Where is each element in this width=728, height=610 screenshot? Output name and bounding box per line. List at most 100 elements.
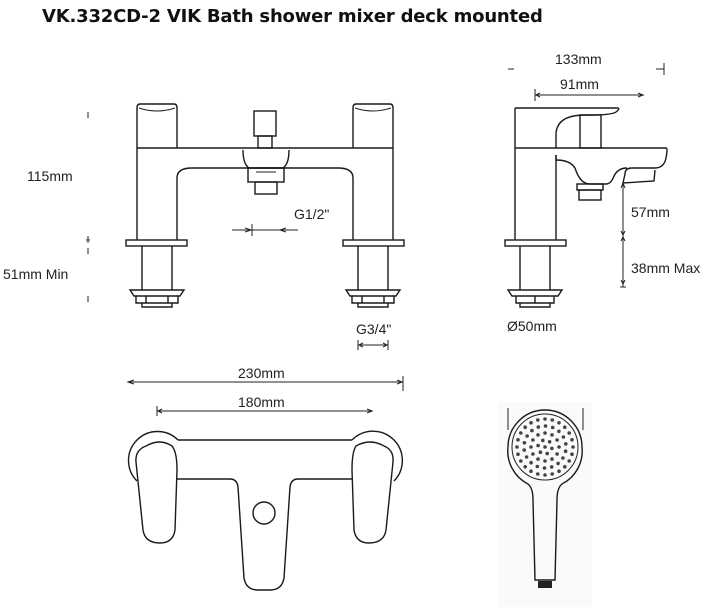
nozzle-dot — [535, 464, 540, 469]
nozzle-dot — [536, 425, 541, 429]
spout-reach-dimension — [534, 89, 645, 101]
side-backnut — [506, 289, 564, 308]
nozzle-dot — [543, 445, 547, 449]
right-rosette — [351, 430, 404, 482]
nozzle-dot — [561, 456, 565, 460]
nozzle-dot — [522, 441, 527, 445]
nozzle-dot — [529, 445, 533, 449]
nozzle-dot — [525, 434, 529, 438]
side-body — [514, 107, 620, 240]
nozzle-dot — [522, 448, 526, 452]
overall-depth-dimension — [508, 63, 665, 75]
min-depth-label: 51mm Min — [3, 266, 68, 282]
top-body — [177, 478, 352, 591]
overall-depth-label: 133mm — [555, 51, 602, 67]
spout-reach-label: 91mm — [560, 76, 599, 92]
mixer-body — [136, 147, 394, 240]
side-deck-plate — [504, 239, 567, 247]
nozzle-dot — [570, 438, 574, 442]
left-handle — [136, 103, 178, 148]
nozzle-dot — [529, 460, 533, 465]
left-backnut — [128, 289, 186, 308]
hose-connector — [538, 581, 552, 588]
nozzle-dot — [550, 446, 554, 451]
nozzle-dot — [519, 431, 523, 435]
nozzle-dot — [555, 452, 559, 456]
nozzle-dot — [571, 445, 575, 449]
nozzle-dot — [543, 473, 547, 477]
nozzle-dot — [564, 442, 568, 446]
nozzle-dot — [543, 431, 547, 435]
base-diameter-label: Ø50mm — [507, 318, 557, 334]
nozzle-dot — [538, 450, 543, 455]
right-backnut — [344, 289, 402, 308]
front-view: 115mm 51mm Min G1/2" G3/4" — [3, 103, 405, 350]
diverter-knob — [253, 110, 277, 137]
right-lever-top — [351, 441, 394, 544]
nozzle-dot — [549, 465, 554, 469]
nozzle-dot — [555, 438, 559, 442]
nozzle-dot — [529, 469, 533, 474]
side-shank — [519, 246, 551, 290]
nozzle-dot — [543, 417, 547, 421]
product-title: VK.332CD-2 VIK Bath shower mixer deck mo… — [42, 6, 543, 27]
nozzle-dot — [557, 469, 561, 474]
left-rosette — [127, 430, 179, 482]
nozzle-dot — [550, 433, 554, 437]
nozzle-dot — [541, 438, 545, 443]
nozzle-dot — [550, 418, 554, 422]
left-deck-plate — [125, 239, 188, 247]
nozzle-dot — [531, 438, 535, 442]
nozzle-dot — [543, 459, 547, 463]
nozzle-dot — [516, 452, 520, 457]
nozzle-dot — [515, 445, 519, 449]
nozzle-dot — [557, 445, 561, 449]
nozzle-dot — [536, 472, 540, 476]
nozzle-dot — [519, 459, 523, 463]
nozzle-dot — [563, 425, 567, 430]
nozzle-dot — [536, 418, 540, 422]
nozzle-dot — [542, 466, 547, 470]
nozzle-dot — [557, 421, 561, 425]
nozzle-dot — [530, 428, 534, 433]
nozzle-dot — [561, 435, 566, 439]
nozzle-dot — [536, 433, 540, 437]
nozzle-dot — [567, 459, 571, 463]
nozzle-dot — [524, 455, 529, 459]
nozzle-dot — [550, 457, 554, 461]
spray-nozzles — [515, 417, 575, 477]
centres-dimension — [156, 406, 374, 416]
outlet-thread-label: G1/2" — [294, 206, 329, 222]
nozzle-dot — [523, 425, 527, 430]
handset-outline — [507, 409, 583, 581]
nozzle-dot — [557, 429, 561, 434]
max-deck-label: 38mm Max — [631, 260, 700, 276]
left-lever-top — [135, 441, 178, 544]
nozzle-dot — [547, 440, 552, 444]
nozzle-dot — [536, 443, 540, 448]
inlet-thread-dimension — [357, 340, 389, 350]
nozzle-dot — [516, 438, 520, 442]
inlet-thread-label: G3/4" — [356, 321, 391, 337]
outlet-thread-dimension — [232, 224, 298, 236]
nozzle-dot — [531, 452, 535, 456]
side-view: 133mm 91mm 57mm 38mm Max Ø50mm — [504, 51, 700, 334]
right-handle — [352, 103, 394, 148]
overall-width-label: 230mm — [238, 365, 285, 381]
nozzle-dot — [563, 449, 568, 454]
centres-label: 180mm — [238, 394, 285, 410]
nozzle-dot — [570, 452, 574, 457]
nozzle-dot — [536, 457, 540, 461]
spout-outlet — [242, 149, 290, 169]
nozzle-dot — [550, 472, 554, 476]
spout-height-label: 57mm — [631, 204, 670, 220]
nozzle-dot — [567, 431, 571, 435]
left-shank — [141, 246, 173, 290]
overall-width-dimension — [126, 376, 404, 391]
right-shank — [357, 246, 389, 290]
nozzle-dot — [556, 461, 560, 466]
right-deck-plate — [342, 239, 405, 247]
nozzle-dot — [543, 424, 548, 428]
spray-face — [511, 413, 579, 481]
